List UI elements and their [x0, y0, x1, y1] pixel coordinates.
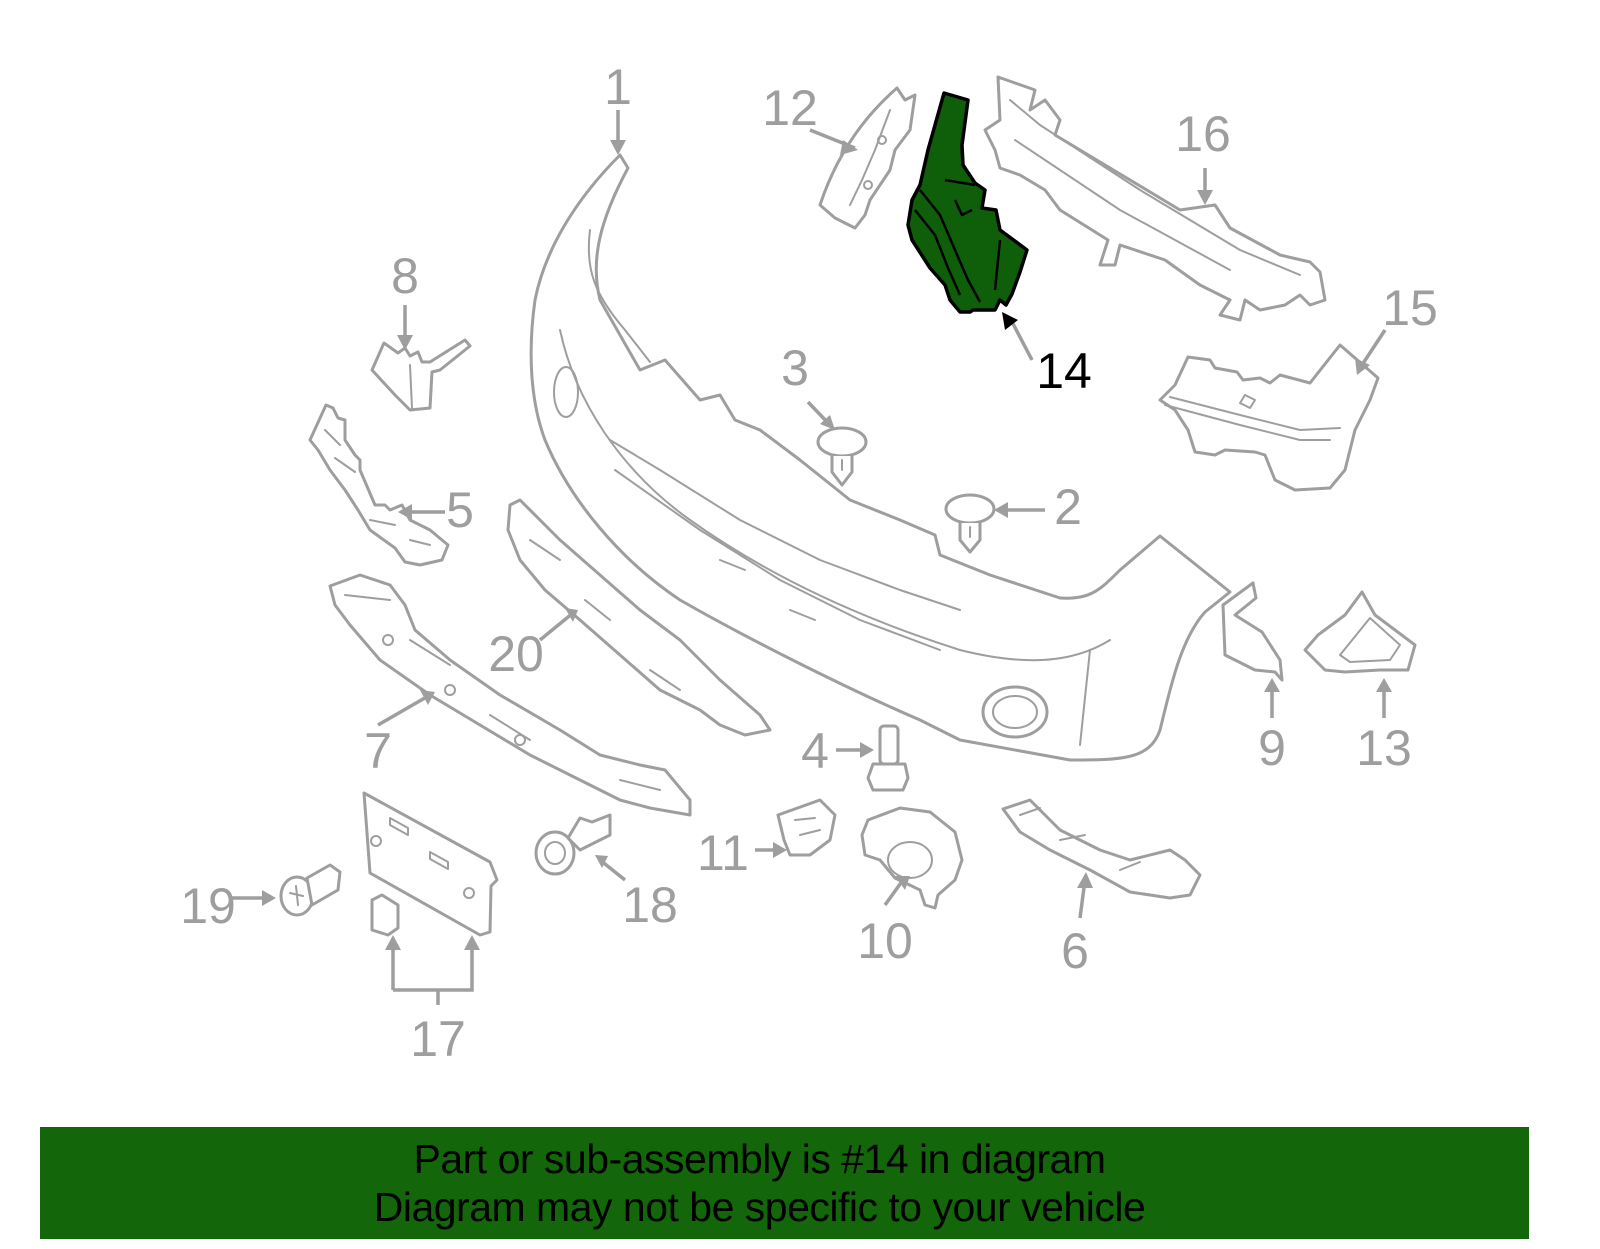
callout-12: 12: [762, 80, 818, 136]
part-5-retainer[interactable]: [308, 403, 450, 567]
part-12-bracket[interactable]: [818, 86, 917, 230]
part-2-push-clip[interactable]: [944, 493, 996, 554]
part-15-side-bracket[interactable]: [1158, 343, 1380, 492]
part-7-lower-reinforcement[interactable]: [328, 573, 692, 817]
callout-11: 11: [697, 825, 749, 881]
callout-10: 10: [857, 913, 913, 969]
callout-18: 18: [622, 877, 678, 933]
part-11-bracket[interactable]: [776, 798, 837, 857]
callout-6: 6: [1061, 923, 1089, 979]
callout-20: 20: [488, 626, 544, 682]
part-4-bolt[interactable]: [866, 724, 910, 792]
callout-1: 1: [604, 59, 632, 115]
part-16-reinforcement[interactable]: [983, 75, 1327, 322]
part-1-bumper-cover[interactable]: [529, 153, 1232, 762]
callout-17: 17: [410, 1011, 466, 1067]
callout-7: 7: [364, 723, 392, 779]
part-9-side-piece[interactable]: [1221, 581, 1284, 682]
part-8-clip[interactable]: [370, 338, 472, 412]
part-18-sensor[interactable]: [534, 813, 612, 876]
callout-3: 3: [781, 340, 809, 396]
part-13-side-piece[interactable]: [1303, 590, 1417, 674]
banner-disclaimer: Diagram may not be specific to your vehi…: [373, 1184, 1146, 1230]
banner-part-notice: Part or sub-assembly is #14 in diagram: [413, 1136, 1106, 1182]
callout-lines: [232, 110, 1392, 1005]
part-3-push-clip[interactable]: [816, 426, 868, 487]
callout-14-highlighted: 14: [1036, 343, 1092, 399]
callout-9: 9: [1258, 720, 1286, 776]
info-banner: Part or sub-assembly is #14 in diagram D…: [40, 1127, 1529, 1239]
callout-5: 5: [446, 482, 474, 538]
callout-8: 8: [391, 248, 419, 304]
callout-numbers: 1 2 3 4 5 6 7 8 9 10 11 12 13 14 15 16 1…: [180, 59, 1438, 1067]
callout-4: 4: [801, 723, 829, 779]
part-20-lower-bracket[interactable]: [506, 498, 772, 737]
part-10-fog-lamp-bracket[interactable]: [860, 806, 964, 910]
callout-19: 19: [180, 878, 236, 934]
part-19-screw[interactable]: [279, 863, 342, 917]
part-14-highlighted-bracket[interactable]: [906, 91, 1029, 314]
callout-13: 13: [1356, 720, 1412, 776]
callout-15: 15: [1382, 280, 1438, 336]
part-6-lower-bracket[interactable]: [1001, 798, 1202, 900]
part-17-license-bracket[interactable]: [362, 791, 499, 937]
parts-diagram: 1 2 3 4 5 6 7 8 9 10 11 12 13 14 15 16 1…: [180, 59, 1438, 1067]
callout-16: 16: [1175, 106, 1231, 162]
callout-2: 2: [1054, 479, 1082, 535]
